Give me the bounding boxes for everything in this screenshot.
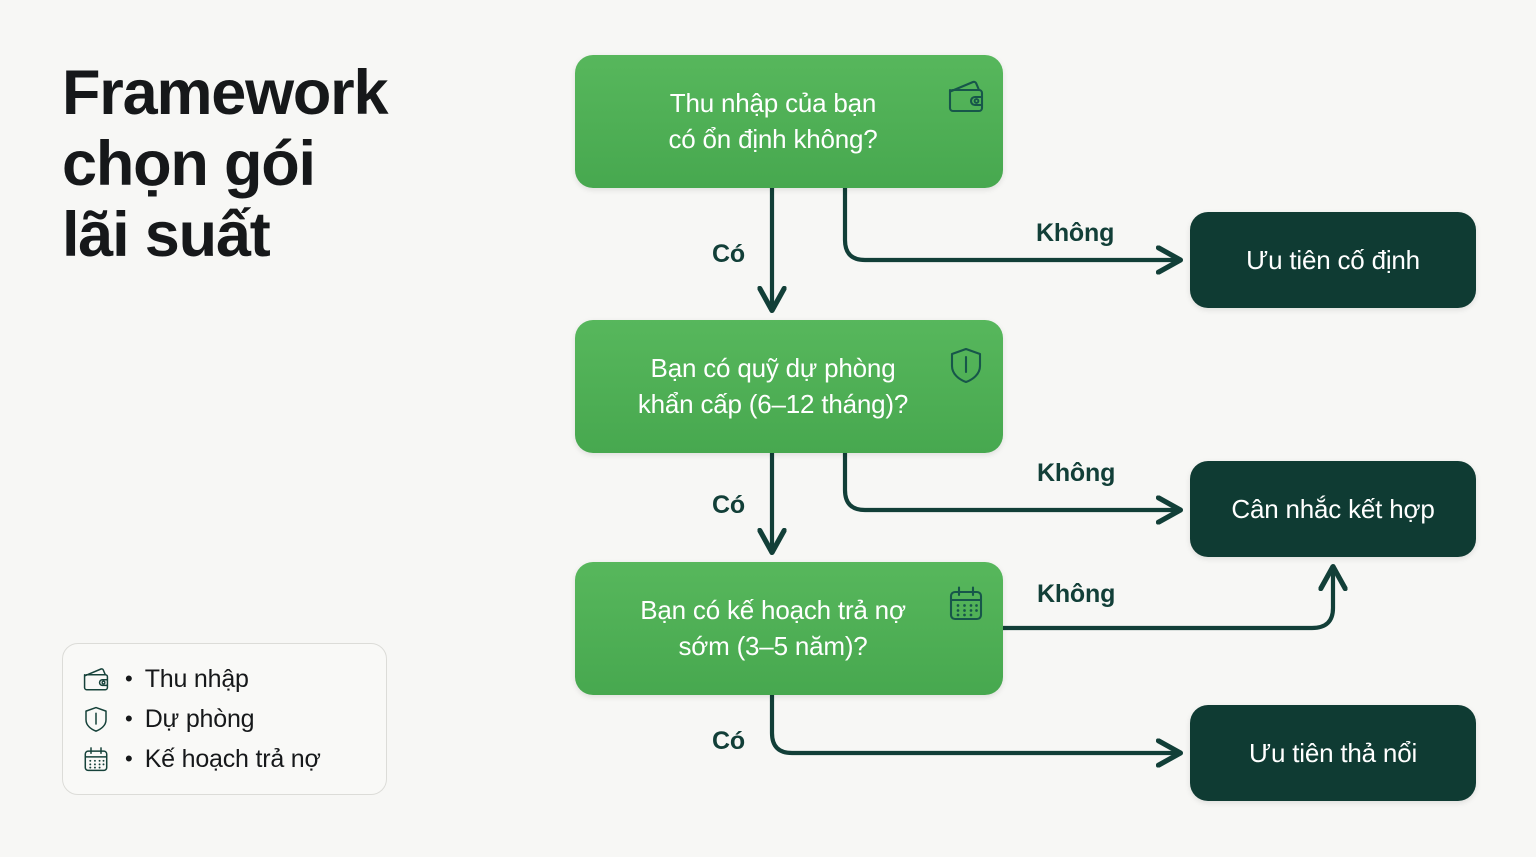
calendar-icon [949,586,983,621]
outcome-node-floating-rate[interactable]: Ưu tiên thả nổi [1190,705,1476,801]
edge-label-no-1: Không [1036,219,1115,247]
calendar-icon [84,747,108,772]
decision-node-income[interactable]: Thu nhập của bạn có ổn định không? [575,55,1003,188]
legend-bullet: • [125,666,133,691]
shield-icon [950,347,982,384]
decision-node-income-text: Thu nhập của bạn có ổn định không? [668,88,878,154]
legend-item-repayment-plan-label: Kế hoạch trả nợ [144,744,321,773]
edge-label-yes-2: Có [712,491,745,519]
edge-label-no-3: Không [1037,580,1116,608]
shield-icon [85,706,107,732]
outcome-node-fixed-rate[interactable]: Ưu tiên cố định [1190,212,1476,308]
edge-label-yes-3: Có [712,727,745,755]
edge-no1 [842,185,1178,260]
decision-node-emergency-fund[interactable]: Bạn có quỹ dự phòng khẩn cấp (6–12 tháng… [575,320,1003,453]
decision-node-emergency-fund-text: Bạn có quỹ dự phòng khẩn cấp (6–12 tháng… [637,353,909,419]
edge-yes3 [769,692,1178,753]
decision-node-repayment-plan-text: Bạn có kế hoạch trả nợ sớm (3–5 năm)? [640,595,906,661]
wallet-icon [83,668,109,691]
edge-label-no-2: Không [1037,459,1116,487]
legend-item-repayment-plan: • Kế hoạch trả nợ [81,740,368,778]
legend-panel: • Thu nhập • Dự phòng [62,643,387,795]
outcome-node-mixed-rate-text: Cân nhắc kết hợp [1231,493,1435,524]
edge-label-yes-1: Có [712,240,745,268]
page-title: Framework chọn gói lãi suất [62,58,389,271]
outcome-node-mixed-rate[interactable]: Cân nhắc kết hợp [1190,461,1476,557]
legend-item-income: • Thu nhập [81,660,368,698]
decision-node-repayment-plan[interactable]: Bạn có kế hoạch trả nợ sớm (3–5 năm)? [575,562,1003,695]
legend-item-reserve: • Dự phòng [81,700,368,738]
wallet-icon [948,80,984,113]
outcome-node-fixed-rate-text: Ưu tiên cố định [1246,244,1420,275]
legend-bullet: • [125,746,133,771]
outcome-node-floating-rate-text: Ưu tiên thả nổi [1248,737,1418,768]
legend-item-reserve-label: Dự phòng [144,704,255,733]
legend-bullet: • [125,706,133,731]
edge-no2 [842,450,1178,510]
legend-item-income-label: Thu nhập [144,664,249,693]
